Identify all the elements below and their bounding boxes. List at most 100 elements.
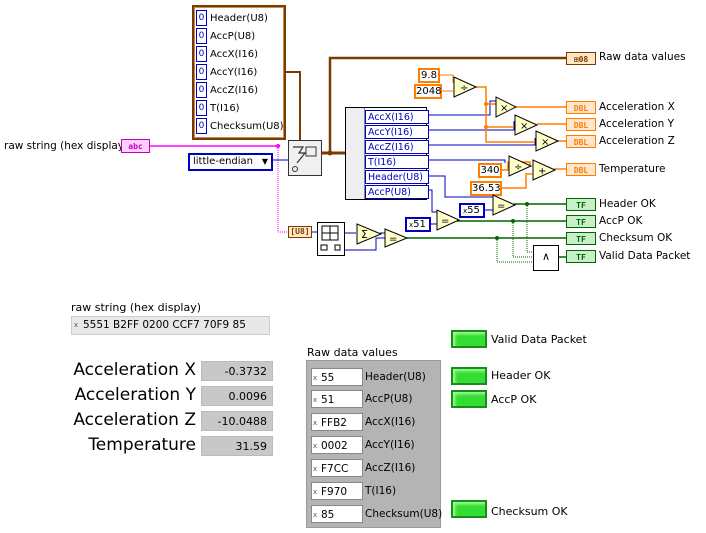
unbundle-item: AccY(I16) xyxy=(365,125,429,139)
valid-data-packet-led xyxy=(451,330,487,348)
svg-text:÷: ÷ xyxy=(460,83,468,94)
raw-string-value: 5551 B2FF 0200 CCF7 70F9 85 xyxy=(83,319,246,331)
and-array-node[interactable]: ∧ xyxy=(533,245,559,271)
unflatten-from-string-node[interactable] xyxy=(288,140,322,176)
unbundle-item: AccX(I16) xyxy=(365,110,429,124)
header-ok-terminal[interactable]: TF xyxy=(566,198,596,211)
accp-ok-terminal[interactable]: TF xyxy=(566,215,596,228)
raw-data-values-label: Raw data values xyxy=(307,346,398,359)
acceleration-z-indicator: -10.0488 xyxy=(201,411,273,431)
checksum-ok-led xyxy=(451,500,487,518)
raw-string-control[interactable]: x 5551 B2FF 0200 CCF7 70F9 85 xyxy=(71,316,270,335)
header-ok-led-label: Header OK xyxy=(491,369,551,382)
add-node[interactable]: + xyxy=(532,159,556,181)
equal-accp-node[interactable]: = xyxy=(436,209,460,231)
acceleration-y-terminal[interactable]: DBL xyxy=(566,118,596,131)
endian-ring[interactable]: little-endian ▼ xyxy=(188,153,273,171)
multiply-x-node[interactable]: × xyxy=(495,96,517,118)
svg-text:=: = xyxy=(389,234,397,245)
svg-text:÷: ÷ xyxy=(514,162,522,173)
acceleration-x-indicator: -0.3732 xyxy=(201,361,273,381)
svg-text:=: = xyxy=(441,216,449,227)
multiply-z-node[interactable]: × xyxy=(535,130,559,152)
raw-name-accp: AccP(U8) xyxy=(365,393,413,405)
acceleration-z-label: Acceleration Z xyxy=(73,410,196,430)
svg-text:+: + xyxy=(538,166,546,177)
temperature-terminal-label: Temperature xyxy=(599,163,666,175)
acceleration-x-terminal-label: Acceleration X xyxy=(599,101,675,113)
svg-text:×: × xyxy=(520,121,528,132)
raw-data-values-terminal[interactable]: ⊞08 xyxy=(566,52,596,65)
unbundle-item: Header(U8) xyxy=(365,170,429,184)
acceleration-x-label: Acceleration X xyxy=(73,360,196,380)
array-subset-node[interactable] xyxy=(317,222,345,256)
temperature-terminal[interactable]: DBL xyxy=(566,163,596,176)
equal-header-node[interactable]: = xyxy=(492,194,516,216)
raw-data-values-terminal-label: Raw data values xyxy=(599,51,686,63)
array-grid-icon xyxy=(320,225,341,251)
string-control-label: raw string (hex display) xyxy=(4,140,129,152)
sum-node[interactable]: Σ xyxy=(356,223,382,245)
temp-divisor-constant[interactable]: 340 xyxy=(478,163,502,178)
acceleration-y-terminal-label: Acceleration Y xyxy=(599,118,674,130)
acceleration-x-terminal[interactable]: DBL xyxy=(566,101,596,114)
equal-checksum-node[interactable]: = xyxy=(384,228,408,248)
unbundle-by-name-node[interactable]: AccX(I16) AccY(I16) AccZ(I16) T(I16) Hea… xyxy=(345,107,429,200)
valid-packet-terminal[interactable]: TF xyxy=(566,250,596,263)
raw-name-accz: AccZ(I16) xyxy=(365,462,416,474)
raw-name-checksum: Checksum(U8) xyxy=(365,508,443,520)
unbundle-item: AccP(U8) xyxy=(365,185,429,199)
dropdown-arrow-icon: ▼ xyxy=(261,157,268,166)
header-ok-led xyxy=(451,367,487,385)
acceleration-z-terminal-label: Acceleration Z xyxy=(599,135,675,147)
accp-ok-led-label: AccP OK xyxy=(491,393,537,406)
raw-name-accx: AccX(I16) xyxy=(365,416,416,428)
svg-text:×: × xyxy=(541,137,549,148)
temperature-indicator: 31.59 xyxy=(201,436,273,456)
raw-name-header: Header(U8) xyxy=(365,371,426,383)
checksum-ok-terminal[interactable]: TF xyxy=(566,232,596,245)
accp-ok-terminal-label: AccP OK xyxy=(599,215,643,227)
scale-constant[interactable]: 2048 xyxy=(414,84,442,99)
and-icon: ∧ xyxy=(541,250,551,263)
checksum-ok-led-label: Checksum OK xyxy=(491,505,568,518)
unbundle-item: AccZ(I16) xyxy=(365,140,429,154)
acceleration-y-label: Acceleration Y xyxy=(74,385,196,405)
accp-constant[interactable]: x51 xyxy=(405,217,431,232)
gravity-constant[interactable]: 9.8 xyxy=(418,68,440,83)
string-control-terminal[interactable]: abc xyxy=(121,139,150,153)
raw-name-t: T(I16) xyxy=(365,485,397,497)
divide-temp-node[interactable]: ÷ xyxy=(508,155,532,177)
acceleration-z-terminal[interactable]: DBL xyxy=(566,135,596,148)
unflatten-icon xyxy=(292,146,317,172)
header-constant[interactable]: x55 xyxy=(459,203,485,218)
multiply-y-node[interactable]: × xyxy=(514,114,538,136)
svg-text:×: × xyxy=(500,103,508,114)
checksum-ok-terminal-label: Checksum OK xyxy=(599,232,673,244)
temperature-label: Temperature xyxy=(88,435,196,455)
acceleration-y-indicator: 0.0096 xyxy=(201,386,273,406)
valid-data-packet-led-label: Valid Data Packet xyxy=(491,333,587,346)
string-to-bytes-node[interactable]: [U8] xyxy=(288,226,312,238)
accp-ok-led xyxy=(451,390,487,408)
raw-string-label: raw string (hex display) xyxy=(71,301,202,314)
divide-node[interactable]: ÷ xyxy=(453,76,477,98)
svg-text:=: = xyxy=(497,201,505,212)
unbundle-item: T(I16) xyxy=(365,155,429,169)
temp-offset-constant[interactable]: 36.53 xyxy=(470,181,502,196)
